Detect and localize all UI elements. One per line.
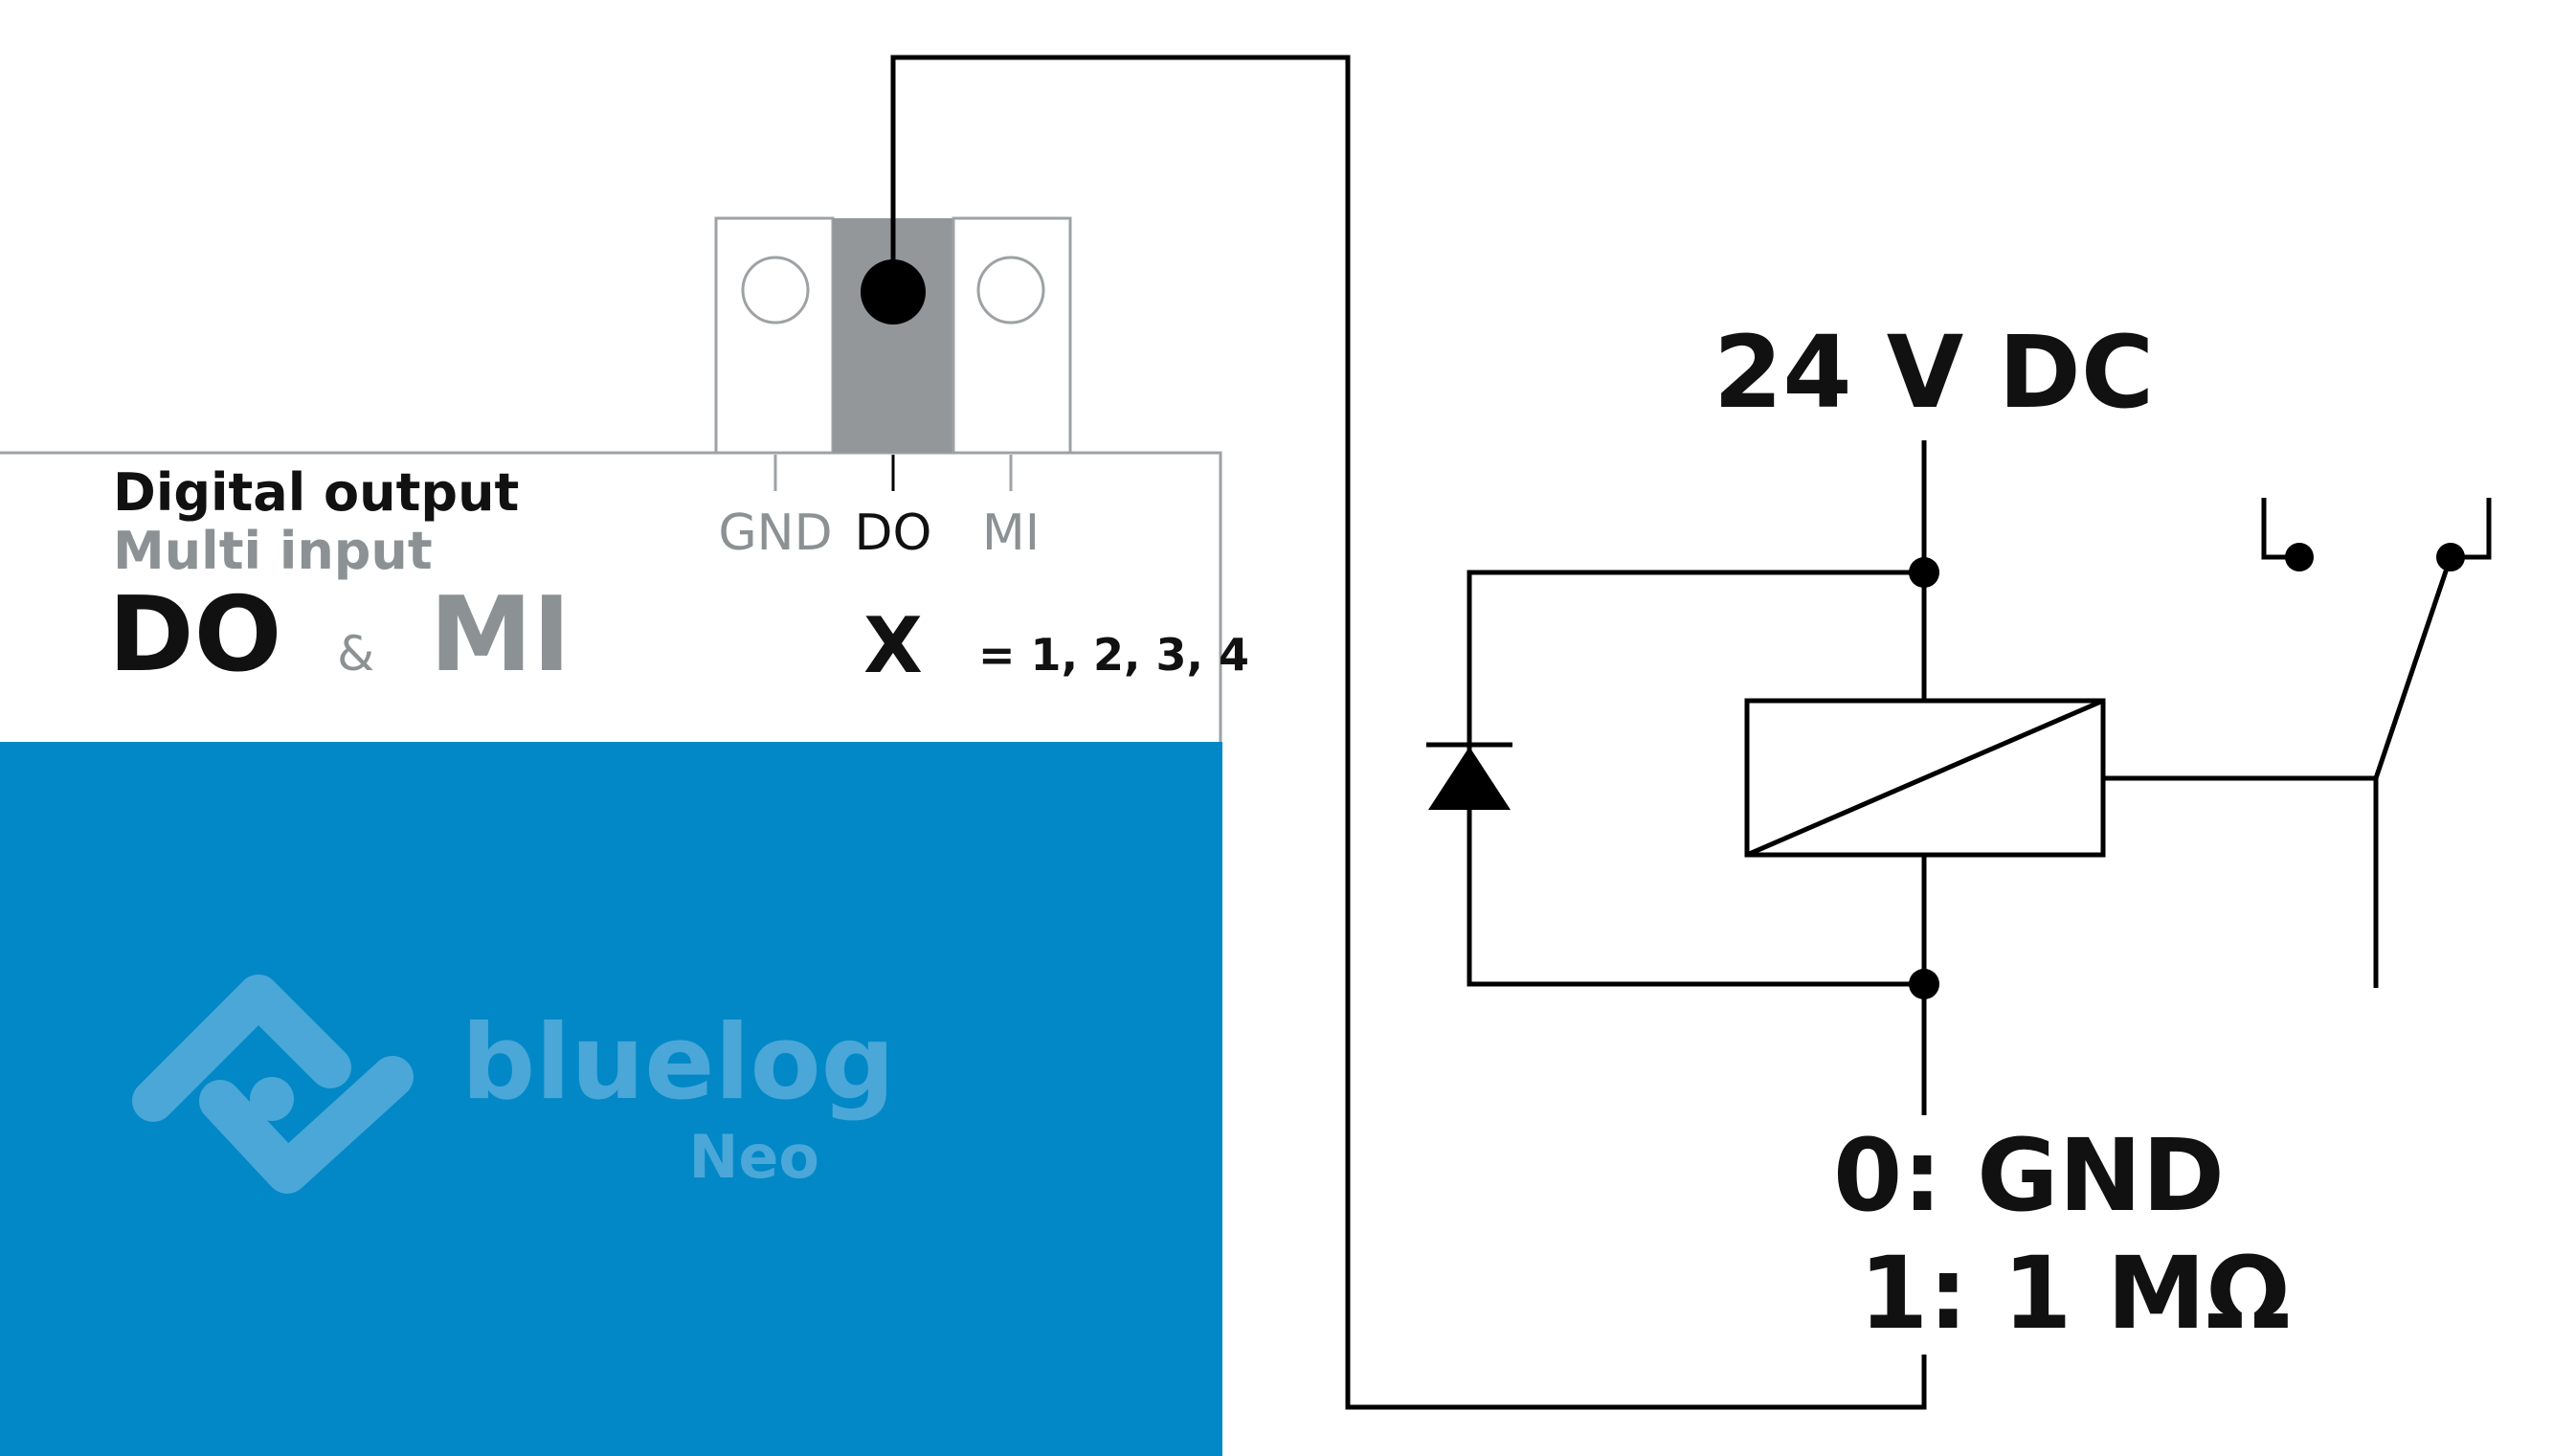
ground-label-1: 1: 1 MΩ <box>1859 1235 2291 1352</box>
bluelog-logo-dot-icon <box>250 1077 294 1121</box>
switch-right-contact-dot-icon <box>2436 543 2465 571</box>
terminal-block <box>714 216 1072 491</box>
switch-blade <box>2373 556 2453 779</box>
coil-circuit <box>1467 440 1927 1115</box>
terminal-mi-screw-icon <box>976 256 1045 325</box>
device-title: Digital output <box>113 462 519 523</box>
port-letter: X <box>863 601 923 690</box>
brand-sub: Neo <box>688 1122 819 1192</box>
terminal-label-mi: MI <box>982 504 1040 562</box>
junction-bottom-dot-icon <box>1909 969 1939 999</box>
supply-label: 24 V DC <box>1713 314 2154 431</box>
brand-name: bluelog <box>461 1003 895 1123</box>
terminal-gnd-slot <box>714 216 835 455</box>
device-code-amp: & <box>337 626 374 682</box>
terminal-label-do: DO <box>855 504 932 562</box>
ground-label-0: 0: GND <box>1833 1117 2225 1234</box>
device-label-area-outline <box>0 451 1222 742</box>
relay-coil-icon <box>1744 698 2106 858</box>
device-code-do: DO <box>108 575 281 695</box>
terminal-gnd-screw-icon <box>741 256 810 325</box>
bluelog-logo-icon <box>132 974 414 1194</box>
switch-left-contact-dot-icon <box>2285 543 2314 571</box>
relay-contact-icon <box>2103 498 2492 988</box>
device-code: DO & MI <box>108 575 571 695</box>
terminal-label-gnd: GND <box>718 504 832 562</box>
terminal-mi-slot <box>952 216 1072 455</box>
port-values: = 1, 2, 3, 4 <box>978 629 1249 681</box>
diode-branch-wire <box>1467 570 1924 987</box>
output-wire <box>890 55 1927 1410</box>
device-subtitle: Multi input <box>113 521 433 581</box>
flyback-diode-icon <box>1426 742 1512 810</box>
device-code-mi: MI <box>430 575 571 695</box>
junction-top-dot-icon <box>1909 557 1939 588</box>
